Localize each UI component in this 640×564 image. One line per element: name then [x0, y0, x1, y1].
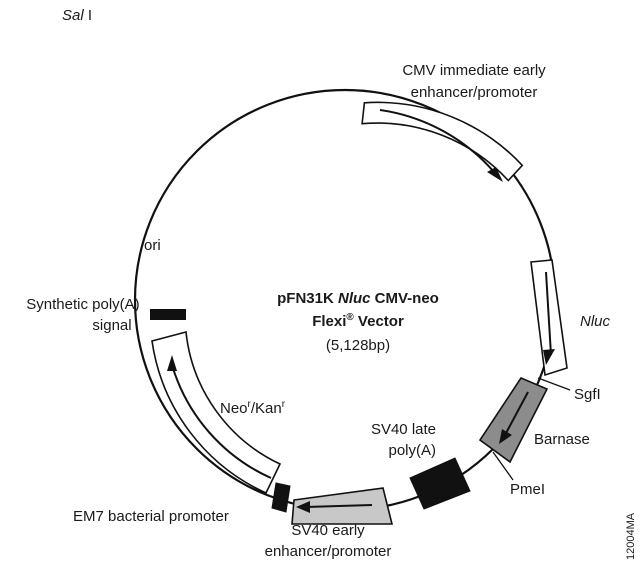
cmv-label-line2: enhancer/promoter	[411, 84, 538, 101]
neo-kan-arrowhead	[167, 355, 177, 371]
cmv-arrow-line	[379, 109, 496, 175]
sv40-early-label-line1: SV40 early	[291, 522, 365, 539]
nluc-arrowhead	[543, 349, 555, 365]
neo-kan-arrow-line	[171, 364, 272, 479]
figure-code: 12004MA	[625, 512, 637, 560]
sv40-late-label-line2: poly(A)	[388, 442, 436, 459]
cmv-arrowhead	[487, 167, 503, 182]
sali-label: Sal I	[62, 7, 92, 24]
pmei-site-tick	[492, 451, 514, 481]
synthetic-polya-label-line1: Synthetic poly(A)	[26, 296, 139, 313]
barnase-label: Barnase	[534, 431, 590, 448]
vector-size: (5,128bp)	[326, 337, 390, 354]
sv40-early-arrowhead	[296, 501, 310, 513]
nluc-arrow-line	[545, 271, 552, 356]
sv40-early-arrow-line	[305, 504, 373, 508]
barnase-arrowhead	[499, 429, 512, 444]
synthetic-polya-box	[150, 309, 186, 320]
sv40-early-label-line2: enhancer/promoter	[265, 543, 392, 560]
em7-label: EM7 bacterial promoter	[73, 508, 229, 525]
neo-kan-box	[151, 330, 282, 495]
ori-label: ori	[144, 237, 161, 254]
vector-name-line2: Flexi® Vector	[312, 312, 404, 330]
pmei-label: PmeI	[510, 481, 545, 498]
barnase-arrow-line	[504, 391, 529, 436]
sgfi-site-tick	[537, 377, 571, 391]
em7-promoter-box	[271, 482, 291, 513]
cmv-promoter-box	[361, 101, 524, 182]
sv40-late-label-line1: SV40 late	[371, 421, 436, 438]
cmv-label-line1: CMV immediate early	[402, 62, 546, 79]
neo-kan-label: Neor/Kanr	[220, 399, 286, 417]
synthetic-polya-label-line2: signal	[92, 317, 131, 334]
vector-name-line1: pFN31K Nluc CMV-neo	[277, 290, 439, 307]
nluc-label: Nluc	[580, 313, 611, 330]
sv40-late-polya-box	[409, 457, 471, 510]
sgfi-label: SgfI	[574, 386, 601, 403]
